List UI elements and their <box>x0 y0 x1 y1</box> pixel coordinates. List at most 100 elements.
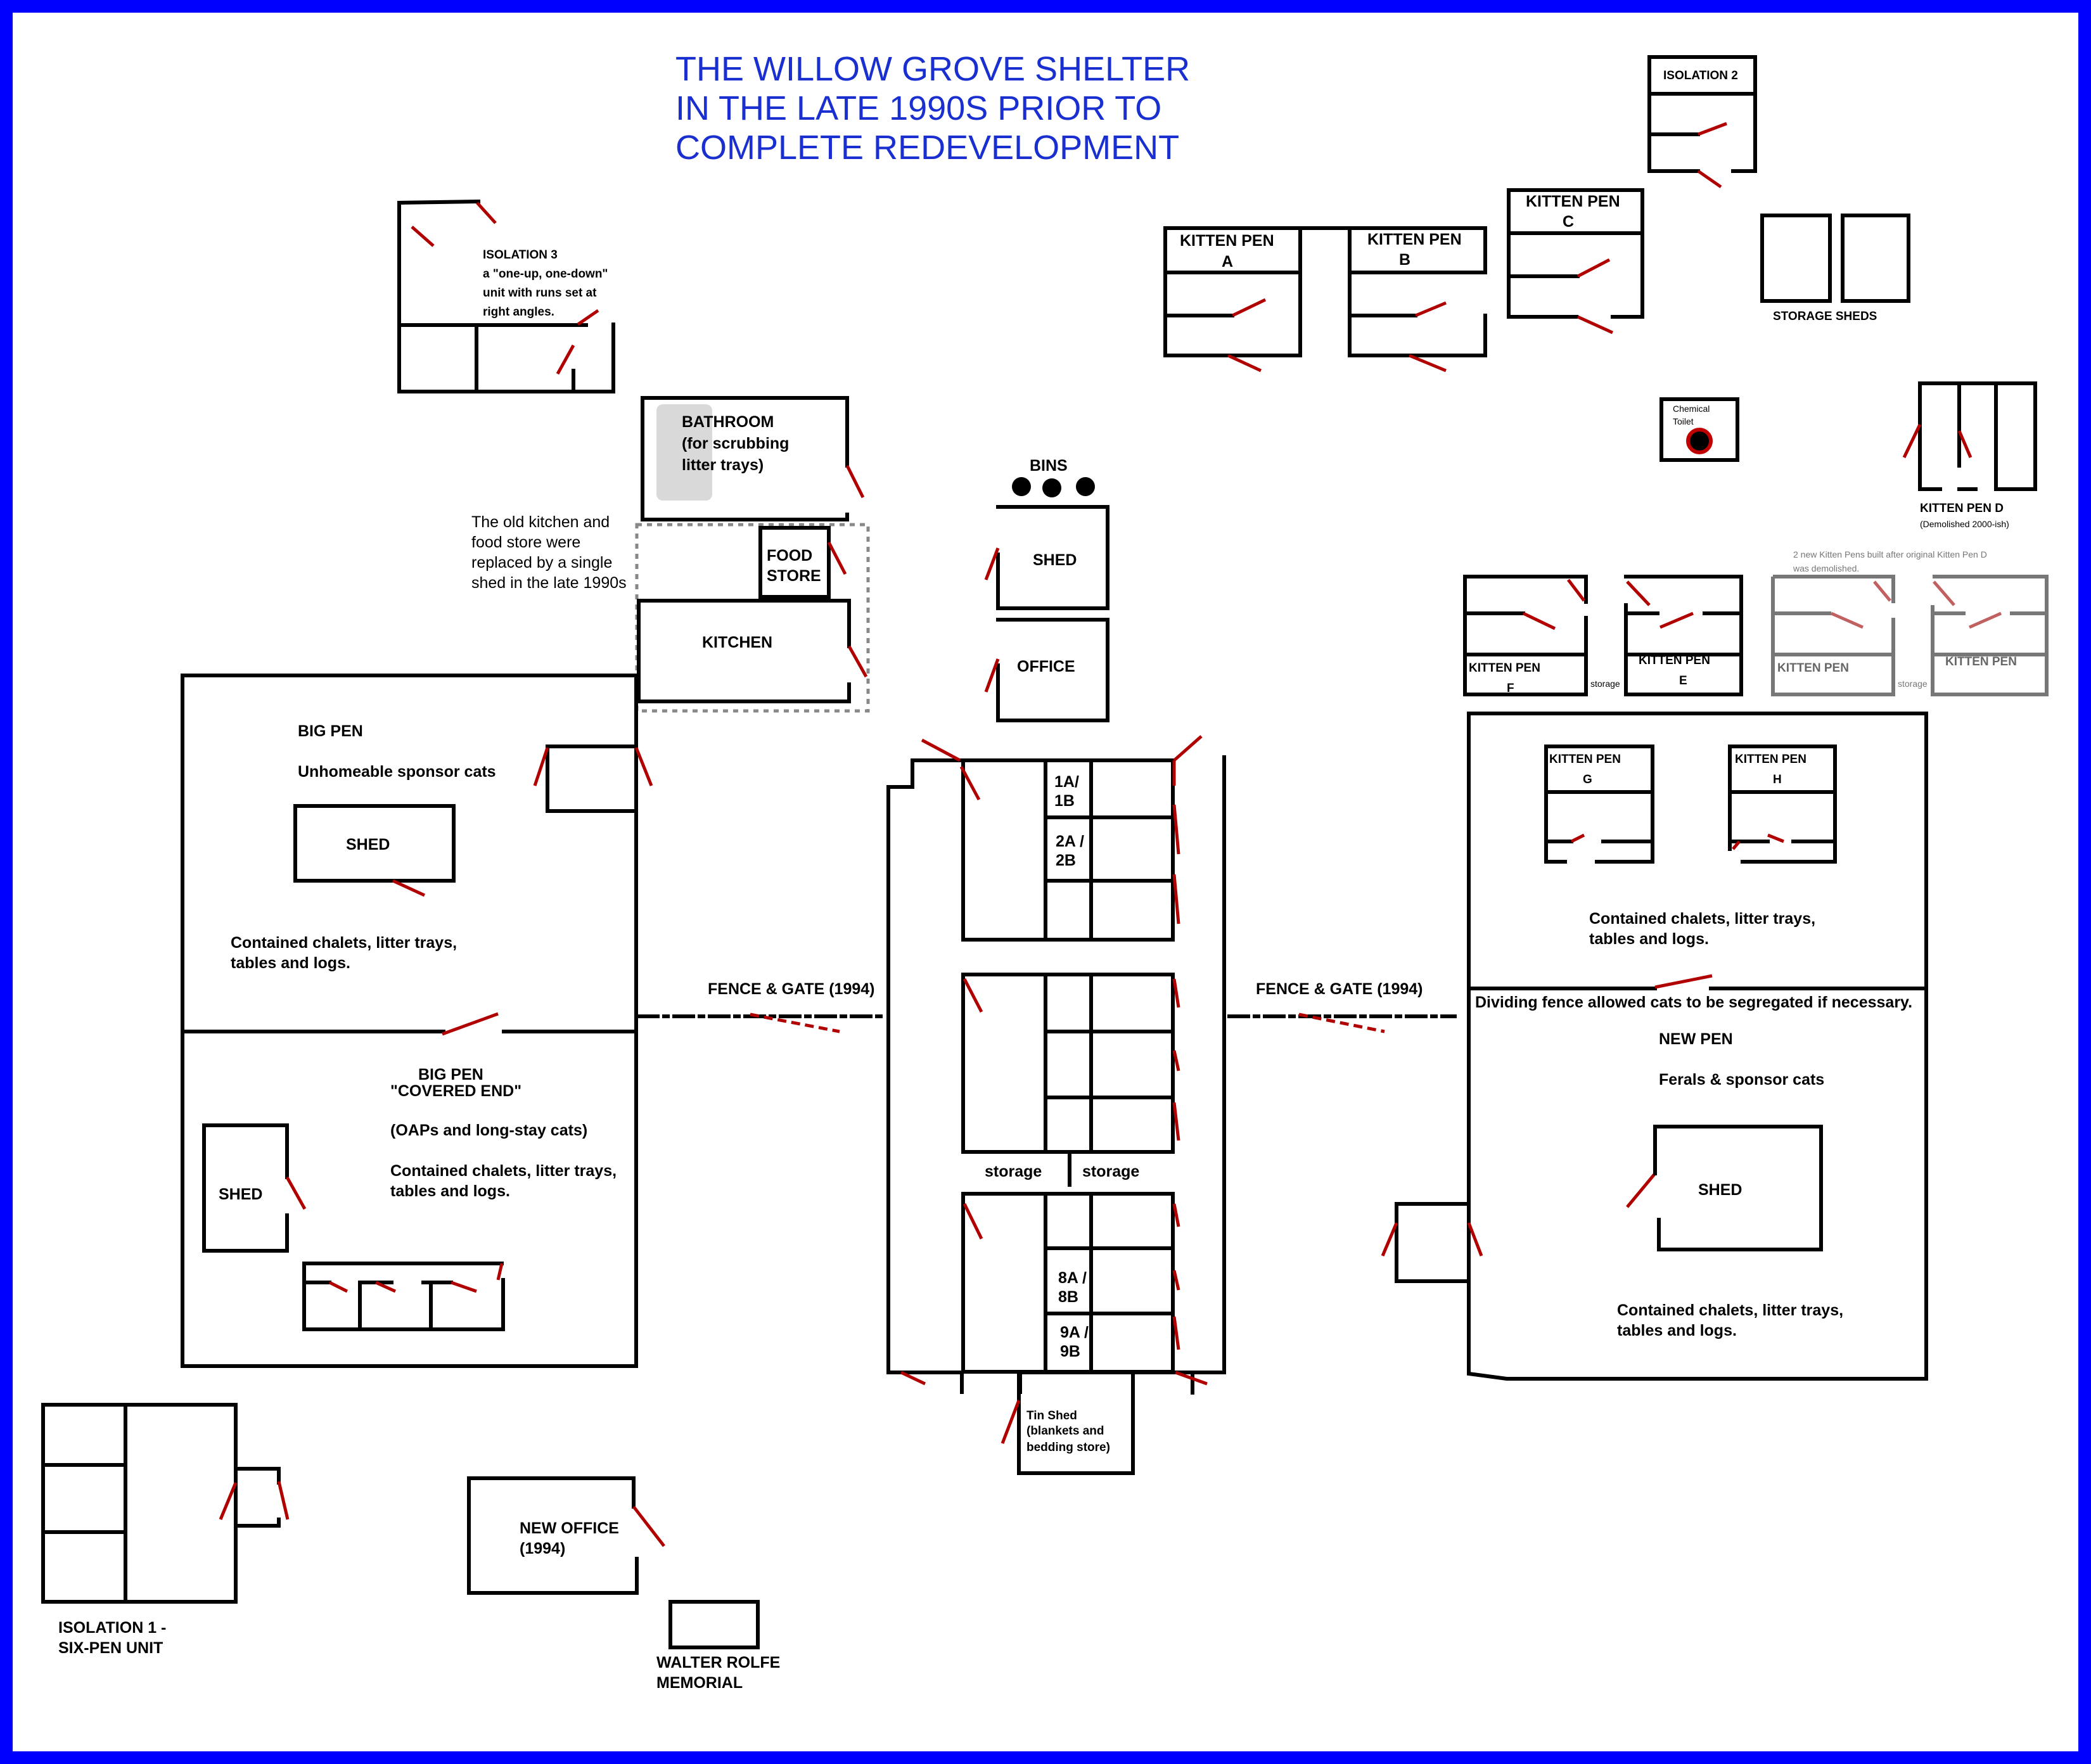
door-swing <box>847 645 868 678</box>
door-swing <box>219 1481 290 1520</box>
label-kitten-pens-e-1: E <box>1679 674 1687 687</box>
label-kitten-pens-storage: storage <box>1898 679 1928 689</box>
wall-outline <box>397 199 615 393</box>
wall-outline <box>1653 1125 1823 1251</box>
big-pen: BIG PEN Unhomeable sponsor cats SHED Con… <box>181 674 653 1368</box>
label-new-pen-contents-bottom-1: tables and logs. <box>1617 1322 1737 1339</box>
label-new-pen-contents-top-1: tables and logs. <box>1589 930 1709 948</box>
wall-outline <box>996 505 1109 610</box>
central-pens: 1A/ 1B 2A / 2B storage storage 8A / 8B 9… <box>886 735 1226 1475</box>
label-pens-block-p1-0: 1A/ <box>1054 773 1079 791</box>
label-isolation2: ISOLATION 2 <box>1663 69 1738 82</box>
label-isolation1-0: ISOLATION 1 - <box>58 1619 166 1637</box>
door-swing <box>984 658 1000 693</box>
label-kitchen: KITCHEN <box>702 634 772 651</box>
walter-rolfe-memorial: WALTER ROLFE MEMORIAL <box>656 1600 780 1692</box>
label-kitten-pens-f-0: KITTEN PEN <box>1469 662 1540 675</box>
label-shed: SHED <box>1033 551 1077 569</box>
wall-outline <box>1017 1150 1135 1475</box>
door-swing <box>328 1263 504 1293</box>
label-new-office-1: (1994) <box>520 1540 565 1557</box>
wall-outline <box>1395 1202 1471 1283</box>
wall-outline <box>41 1403 281 1604</box>
plan-title: THE WILLOW GROVE SHELTER IN THE LATE 199… <box>675 50 1190 167</box>
bins-shed-office: BINS SHED OFFICE <box>984 457 1109 722</box>
label-kitten-pens-d-note-1: was demolished. <box>1793 563 1859 573</box>
label-pens-block-storage-left: storage <box>985 1163 1042 1180</box>
door-swing <box>1570 833 1585 843</box>
wall-outline <box>668 1600 760 1649</box>
label-covered-end-title-1: "COVERED END" <box>390 1082 521 1100</box>
label-pens-block-p2-0: 2A / <box>1056 833 1084 850</box>
label-bathroom-1: (for scrubbing <box>682 435 789 452</box>
label-isolation1-1: SIX-PEN UNIT <box>58 1639 163 1657</box>
label-isolation3-3: right angles. <box>483 305 554 319</box>
label-isolation3-0: ISOLATION 3 <box>483 248 558 262</box>
door-swing <box>1697 122 1727 189</box>
label-pens-block-p8-0: 8A / <box>1058 1269 1087 1287</box>
door-swing <box>984 547 1000 580</box>
wall-outline <box>1728 745 1837 864</box>
label-kitchen-note-3: shed in the late 1990s <box>471 574 627 592</box>
kitten-pen-d: KITTEN PEN D (Demolished 2000-ish) <box>1902 381 2037 529</box>
isolation-3: ISOLATION 3 a "one-up, one-down" unit wi… <box>397 199 615 393</box>
wall-outline <box>1760 214 1910 303</box>
wall-outline <box>1624 575 1743 696</box>
label-tin-shed-0: Tin Shed <box>1026 1409 1077 1422</box>
wall-outline <box>641 396 849 521</box>
wall-outline <box>1931 575 2049 696</box>
door-swing <box>1298 1013 1385 1033</box>
label-kitten-pens-storage: storage <box>1590 679 1620 689</box>
label-covered-end-shed: SHED <box>219 1186 262 1203</box>
new-pen: KITTEN PEN G KITTEN PEN H Contained chal… <box>1381 712 1928 1381</box>
toilet-icon <box>1686 428 1713 454</box>
label-new-pen-title: NEW PEN <box>1659 1030 1733 1048</box>
label-kitchen-note-0: The old kitchen and <box>471 513 610 531</box>
door-swing <box>533 747 653 786</box>
label-covered-end-contents-0: Contained chalets, litter trays, <box>390 1162 617 1180</box>
wall-outline <box>293 804 456 883</box>
label-title-2: COMPLETE REDEVELOPMENT <box>675 129 1179 167</box>
label-new-pen-contents-top-0: Contained chalets, litter trays, <box>1589 910 1815 928</box>
label-new-pen-contents-bottom-0: Contained chalets, litter trays, <box>1617 1301 1843 1319</box>
kitten-pens-abc: KITTEN PEN A KITTEN PEN B KITTEN PEN C <box>1163 188 1644 373</box>
bin-2 <box>1042 478 1061 497</box>
label-tin-shed-1: (blankets and <box>1026 1424 1104 1438</box>
wall-outline <box>1647 55 1757 173</box>
wall-outline <box>1659 397 1739 462</box>
label-storage-sheds: STORAGE SHEDS <box>1773 310 1877 323</box>
label-isolation3-1: a "one-up, one-down" <box>483 267 608 281</box>
label-kitten-pens-c-1: C <box>1563 213 1574 231</box>
label-walter-rolfe-1: MEMORIAL <box>656 1674 743 1692</box>
fence-right: FENCE & GATE (1994) <box>1227 980 1457 1033</box>
label-kitten-pens-g-0: KITTEN PEN <box>1549 753 1621 766</box>
label-pens-block-p2-1: 2B <box>1056 852 1076 869</box>
door-swing <box>1381 1222 1483 1256</box>
label-kitchen-note-2: replaced by a single <box>471 554 612 572</box>
door-swing <box>1626 580 1694 629</box>
wall-outline <box>302 1262 505 1331</box>
label-new-pen-shed: SHED <box>1698 1181 1742 1199</box>
label-pens-block-p9-1: 9B <box>1060 1343 1080 1360</box>
label-tin-shed-2: bedding store) <box>1026 1441 1110 1454</box>
label-covered-end-contents-1: tables and logs. <box>390 1182 510 1200</box>
label-kitten-pens-h-0: KITTEN PEN <box>1735 753 1806 766</box>
door-swing <box>827 541 847 575</box>
label-new-pen-subtitle: Ferals & sponsor cats <box>1659 1071 1824 1089</box>
label-food-store-1: STORE <box>767 567 821 585</box>
label-isolation3-2: unit with runs set at <box>483 286 597 300</box>
door-swing <box>1902 423 1973 459</box>
isolation-2: ISOLATION 2 <box>1647 55 1757 189</box>
wall-outline <box>886 755 1226 1395</box>
wall-outline <box>1507 188 1644 319</box>
bin-3 <box>1076 477 1095 496</box>
wall-outline <box>961 758 1175 942</box>
wall-outline <box>1298 226 1487 357</box>
label-bathroom-2: litter trays) <box>682 456 764 474</box>
isolation-1: ISOLATION 1 - SIX-PEN UNIT <box>41 1403 290 1657</box>
door-swing <box>442 1012 499 1036</box>
wall-outline <box>961 973 1175 1154</box>
old-kitchen-block: BATHROOM (for scrubbing litter trays) FO… <box>471 396 870 713</box>
label-covered-end-subtitle: (OAPs and long-stay cats) <box>390 1122 587 1139</box>
